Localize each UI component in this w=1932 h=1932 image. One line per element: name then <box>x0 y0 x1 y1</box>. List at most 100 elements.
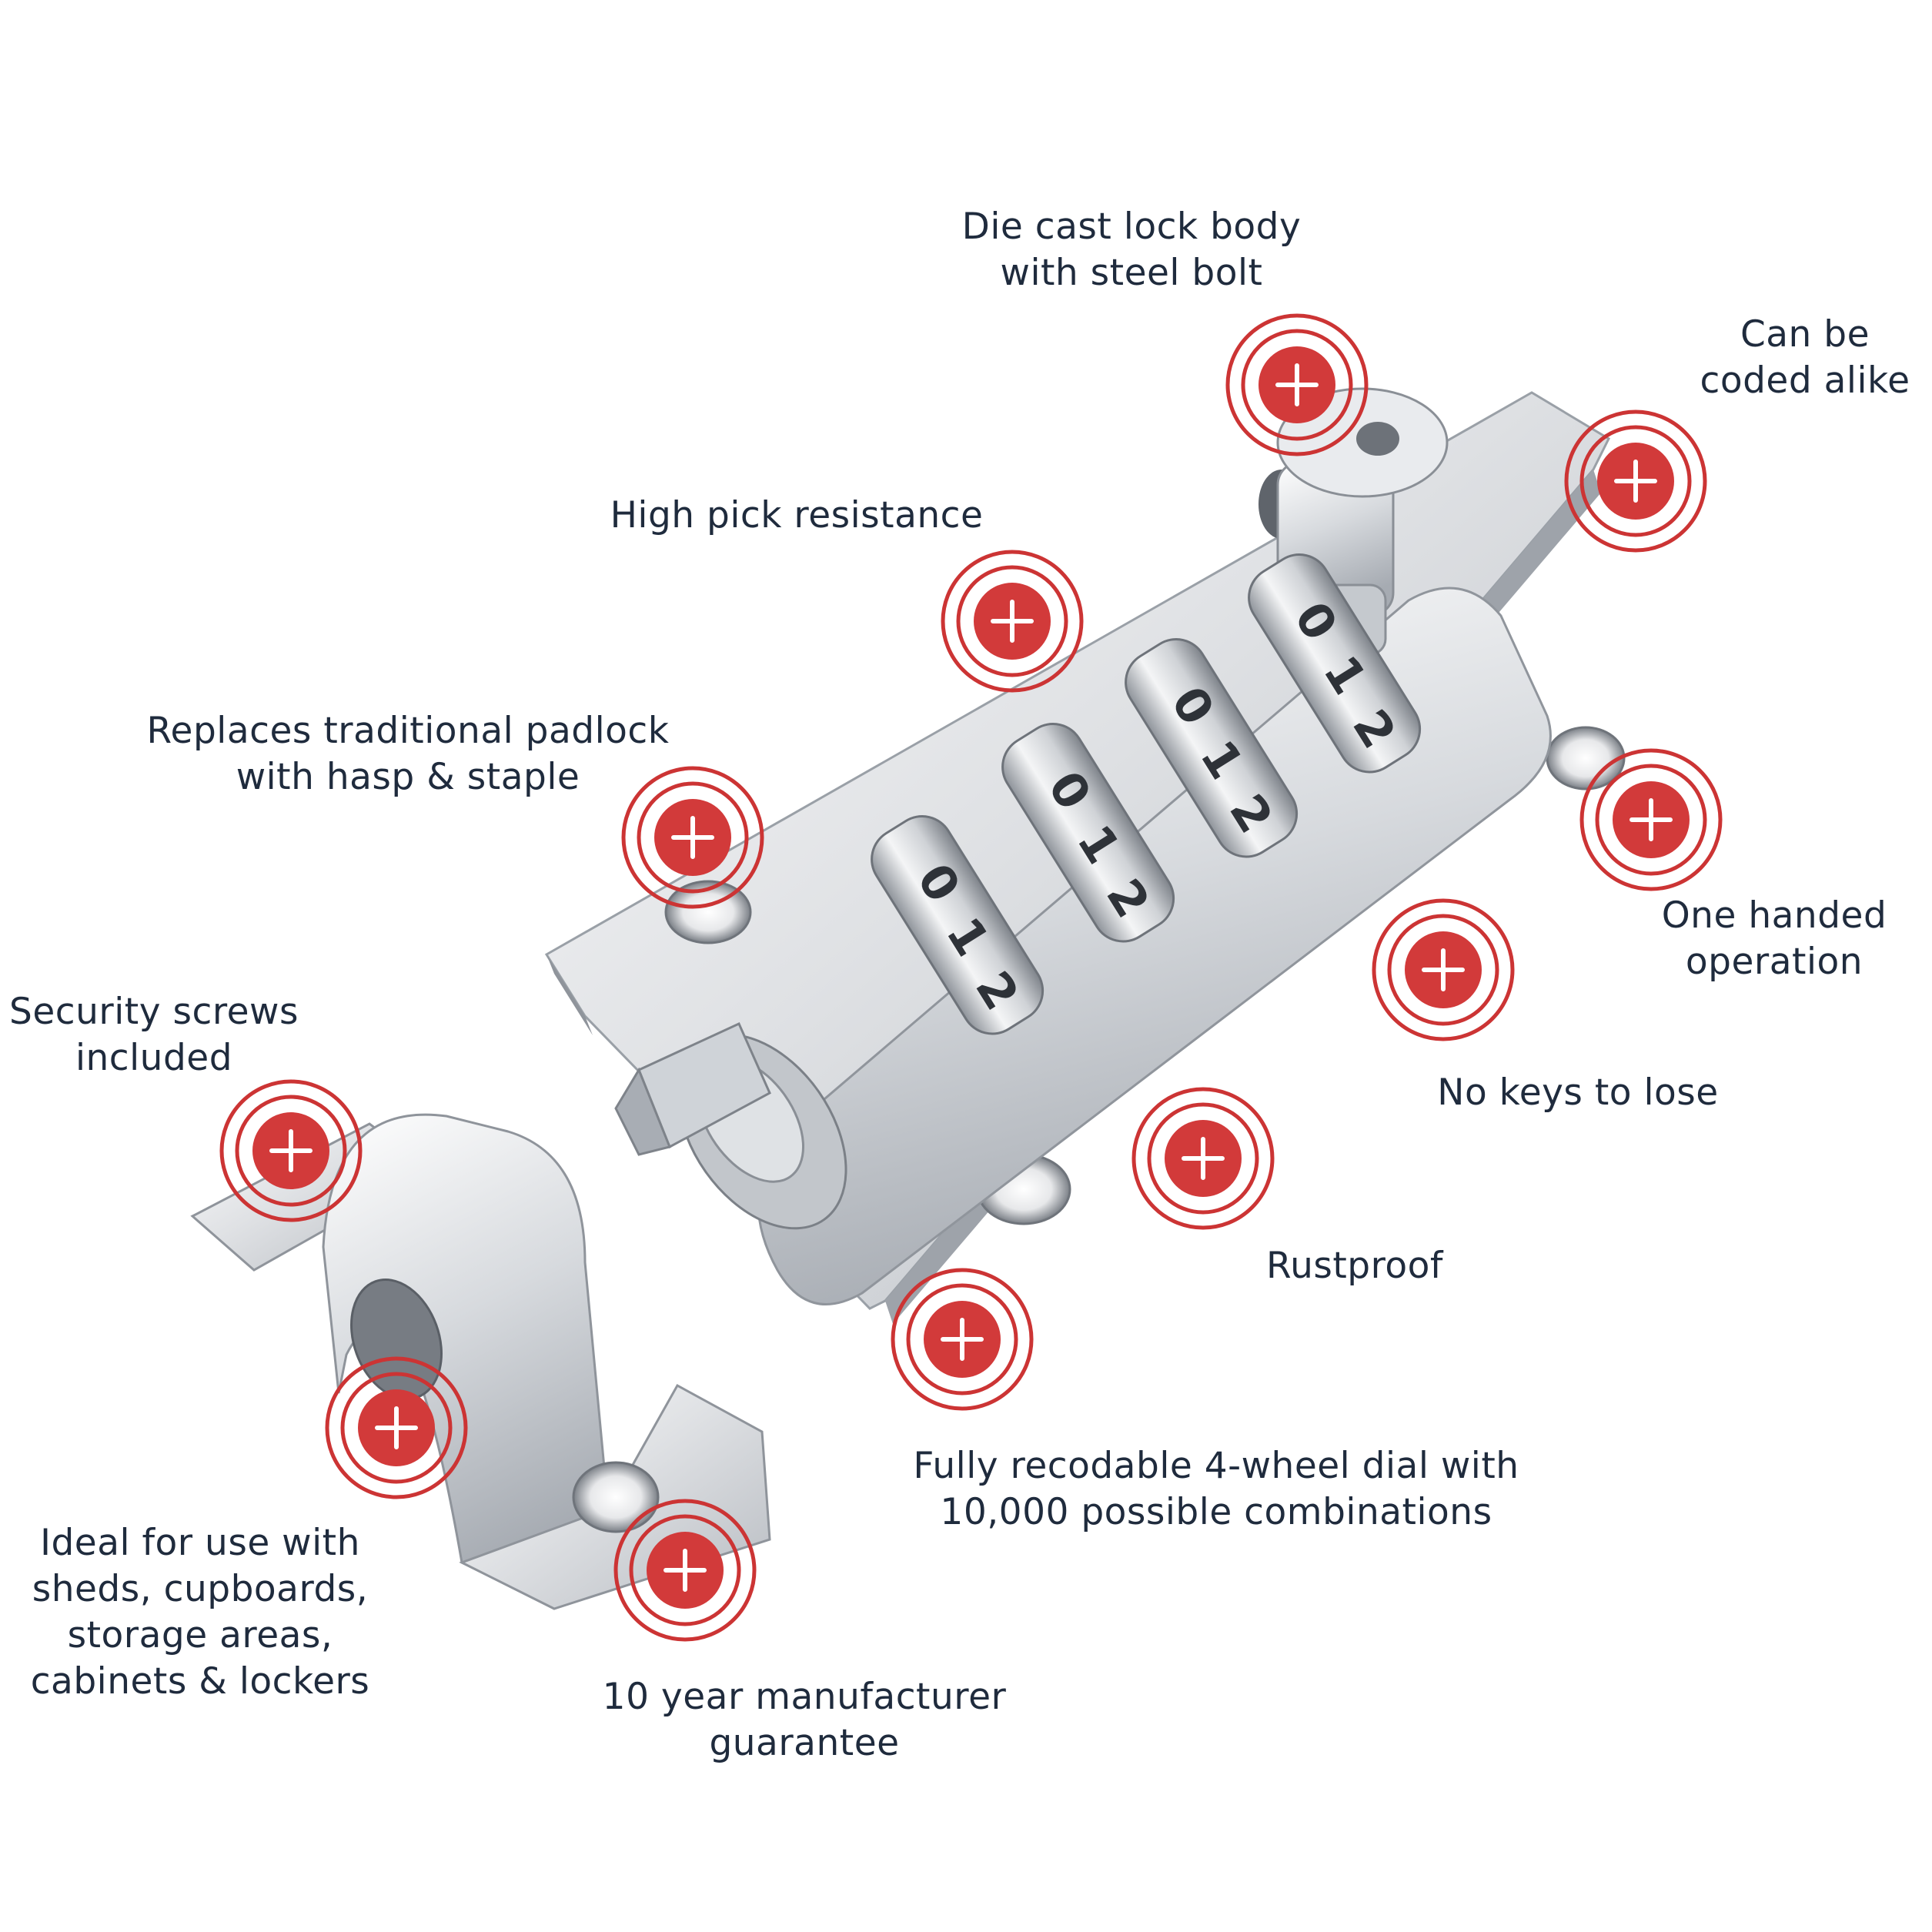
hotspot-ring <box>1147 1102 1259 1215</box>
hotspot-ring <box>906 1283 1018 1396</box>
dial-wheel-body <box>1248 553 1422 774</box>
hotspot-ring <box>1372 898 1515 1041</box>
feature-label-ideal-for: Ideal for use with sheds, cupboards, sto… <box>15 1520 385 1705</box>
dial-wheel[interactable]: 012 <box>860 804 1054 1045</box>
feature-label-line: with steel bolt <box>1000 252 1263 294</box>
plus-icon <box>1629 798 1673 841</box>
feature-label-line: cabinets & lockers <box>30 1660 370 1703</box>
hotspot-ring <box>1579 748 1723 891</box>
hotspot-ideal-for[interactable] <box>323 1355 470 1501</box>
feature-label-replaces-padlock: Replaces traditional padlock with hasp &… <box>131 708 685 801</box>
hotspot-ring <box>325 1356 468 1499</box>
feature-label-line: Die cast lock body <box>961 206 1302 248</box>
plus-icon <box>663 1549 707 1592</box>
hotspot-rustproof[interactable] <box>1130 1085 1276 1232</box>
hotspot-target-icon <box>325 1356 468 1499</box>
feature-label-line: 10 year manufacturer <box>602 1676 1007 1718</box>
hotspot-ring <box>340 1372 453 1484</box>
feature-label-security-screws: Security screws included <box>0 989 308 1081</box>
hotspot-guarantee[interactable] <box>612 1497 758 1643</box>
feature-label-rustproof: Rustproof <box>1247 1243 1462 1289</box>
hotspot-target-icon <box>1225 313 1369 456</box>
dial-wheel-body <box>871 815 1045 1035</box>
hotspot-target-icon <box>219 1079 363 1222</box>
feature-label-line: Fully recodable 4-wheel dial with <box>913 1445 1519 1487</box>
hotspot-ring <box>1387 914 1499 1026</box>
hotspot-ring <box>956 565 1068 677</box>
feature-label-line: Security screws <box>9 991 299 1033</box>
feature-label-line: with hasp & staple <box>236 756 580 798</box>
hotspot-ring <box>1564 409 1707 553</box>
hotspot-ring <box>1579 425 1692 537</box>
feature-label-line: No keys to lose <box>1437 1071 1719 1114</box>
feature-label-line: included <box>75 1037 233 1079</box>
feature-label-recodable: Fully recodable 4-wheel dial with 10,000… <box>901 1443 1532 1536</box>
feature-label-line: Ideal for use with <box>40 1522 360 1564</box>
feature-label-line: guarantee <box>709 1722 900 1764</box>
dial-wheel[interactable]: 012 <box>991 712 1185 953</box>
hotspot-target-icon <box>941 550 1084 693</box>
plus-icon <box>1614 460 1657 503</box>
hotspot-no-keys[interactable] <box>1370 897 1516 1043</box>
hotspot-replaces-padlock[interactable] <box>620 764 766 911</box>
hotspot-ring <box>621 766 764 909</box>
hotspot-ring <box>891 1268 1034 1411</box>
feature-label-line: Rustproof <box>1266 1245 1443 1287</box>
hotspot-target-icon <box>613 1499 757 1642</box>
feature-label-line: High pick resistance <box>610 494 984 536</box>
plus-icon <box>1182 1137 1225 1180</box>
plus-icon <box>269 1129 313 1172</box>
hotspot-security-screws[interactable] <box>218 1078 364 1224</box>
feature-label-no-keys: No keys to lose <box>1416 1070 1740 1116</box>
feature-label-line: 10,000 possible combinations <box>940 1491 1492 1533</box>
feature-label-line: Can be <box>1740 313 1870 356</box>
feature-label-line: operation <box>1685 941 1863 983</box>
hotspot-ring <box>629 1514 741 1626</box>
keeper-staple <box>190 1113 771 1610</box>
feature-label-line: One handed <box>1661 894 1887 937</box>
dial-wheel[interactable]: 012 <box>1114 627 1308 868</box>
hotspot-target-icon <box>891 1268 1034 1411</box>
feature-label-line: coded alike <box>1700 359 1910 402</box>
feature-label-pick-resistance: High pick resistance <box>600 493 993 539</box>
dial-wheel-body <box>1001 723 1175 943</box>
hotspot-ring <box>613 1499 757 1642</box>
hotspot-target-icon <box>621 766 764 909</box>
hotspot-target-icon <box>1131 1087 1275 1230</box>
hotspot-die-cast[interactable] <box>1224 312 1370 458</box>
hotspot-ring <box>1595 764 1707 876</box>
hotspot-ring <box>219 1079 363 1222</box>
hotspot-ring <box>1241 329 1353 441</box>
hotspot-ring <box>941 550 1084 693</box>
feature-label-line: Replaces traditional padlock <box>146 710 670 752</box>
plus-icon <box>375 1406 418 1449</box>
hotspot-one-handed[interactable] <box>1578 747 1724 893</box>
feature-label-one-handed: One handed operation <box>1647 893 1901 985</box>
hotspot-target-icon <box>1564 409 1707 553</box>
dial-wheel-body <box>1125 638 1299 858</box>
plus-icon <box>1275 363 1319 406</box>
plus-icon <box>941 1318 984 1361</box>
steel-bolt <box>614 1022 771 1156</box>
hotspot-pick-resistance[interactable] <box>939 548 1085 694</box>
feature-label-line: sheds, cupboards, <box>32 1568 369 1610</box>
feature-label-coded-alike: Can be coded alike <box>1686 312 1924 404</box>
feature-label-line: storage areas, <box>67 1614 333 1656</box>
dial-wheel[interactable]: 012 <box>1237 543 1431 784</box>
hotspot-target-icon <box>1372 898 1515 1041</box>
hotspot-recodable[interactable] <box>889 1266 1035 1412</box>
feature-label-guarantee: 10 year manufacturer guarantee <box>593 1674 1016 1767</box>
hotspot-ring <box>637 781 749 894</box>
plus-icon <box>991 600 1034 643</box>
hotspot-ring <box>235 1095 347 1207</box>
plus-icon <box>671 816 714 859</box>
plus-icon <box>1422 948 1465 991</box>
hotspot-ring <box>1131 1087 1275 1230</box>
hotspot-coded-alike[interactable] <box>1563 408 1709 554</box>
feature-label-die-cast: Die cast lock body with steel bolt <box>939 204 1324 296</box>
hotspot-ring <box>1225 313 1369 456</box>
hotspot-target-icon <box>1579 748 1723 891</box>
